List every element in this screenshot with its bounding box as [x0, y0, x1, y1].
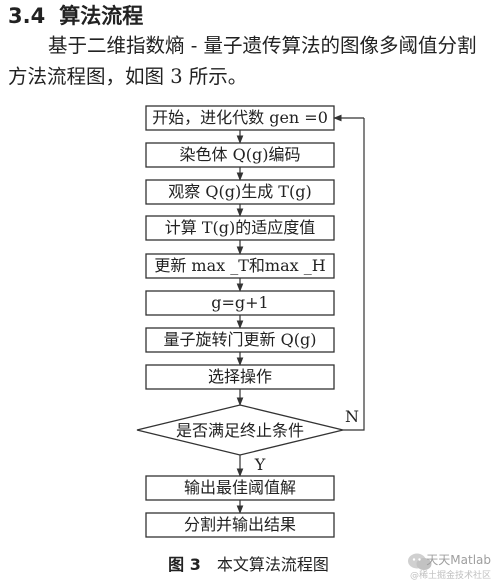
step-box-selection [145, 364, 335, 390]
end-step-label-0: 输出最佳阈值解 [184, 478, 296, 497]
watermark: 天天Matlab @稀土掘金技术社区 [410, 551, 491, 581]
step-label-0: 开始，进化代数 gen =0 [152, 108, 328, 127]
decision-label: 是否满足终止条件 [176, 421, 304, 440]
watermark-line-2: @稀土掘金技术社区 [409, 571, 491, 581]
watermark-line-1: 天天Matlab [426, 553, 491, 567]
section-heading: 3.4 算法流程 [8, 0, 143, 30]
step-box-rotation-gate [145, 327, 335, 353]
yes-label: Y [254, 455, 266, 474]
step-label-6: 量子旋转门更新 Q(g) [164, 330, 317, 349]
figure-caption-text: 本文算法流程图 [216, 555, 329, 574]
step-label-5: g=g+1 [211, 293, 268, 312]
no-label: N [345, 407, 359, 426]
figure-number: 图 3 [168, 555, 201, 574]
step-label-1: 染色体 Q(g)编码 [180, 145, 301, 164]
step-label-2: 观察 Q(g)生成 T(g) [168, 182, 311, 201]
section-title: 算法流程 [59, 4, 144, 28]
end-step-label-1: 分割并输出结果 [184, 515, 296, 534]
step-label-4: 更新 max _T和max _H [154, 256, 325, 275]
figure-caption: 图 3 本文算法流程图 [0, 551, 497, 575]
section-number: 3.4 [8, 4, 46, 28]
paragraph-text: 基于二维指数熵 - 量子遗传算法的图像多阈值分割方法流程图，如图 3 所示。 [8, 34, 477, 88]
step-label-7: 选择操作 [208, 367, 272, 386]
wechat-icon [408, 553, 432, 570]
loop-back-line [343, 118, 365, 431]
step-box-segment-output [145, 512, 335, 538]
body-paragraph: 基于二维指数熵 - 量子遗传算法的图像多阈值分割方法流程图，如图 3 所示。 [8, 30, 494, 92]
step-label-3: 计算 T(g)的适应度值 [165, 218, 316, 237]
